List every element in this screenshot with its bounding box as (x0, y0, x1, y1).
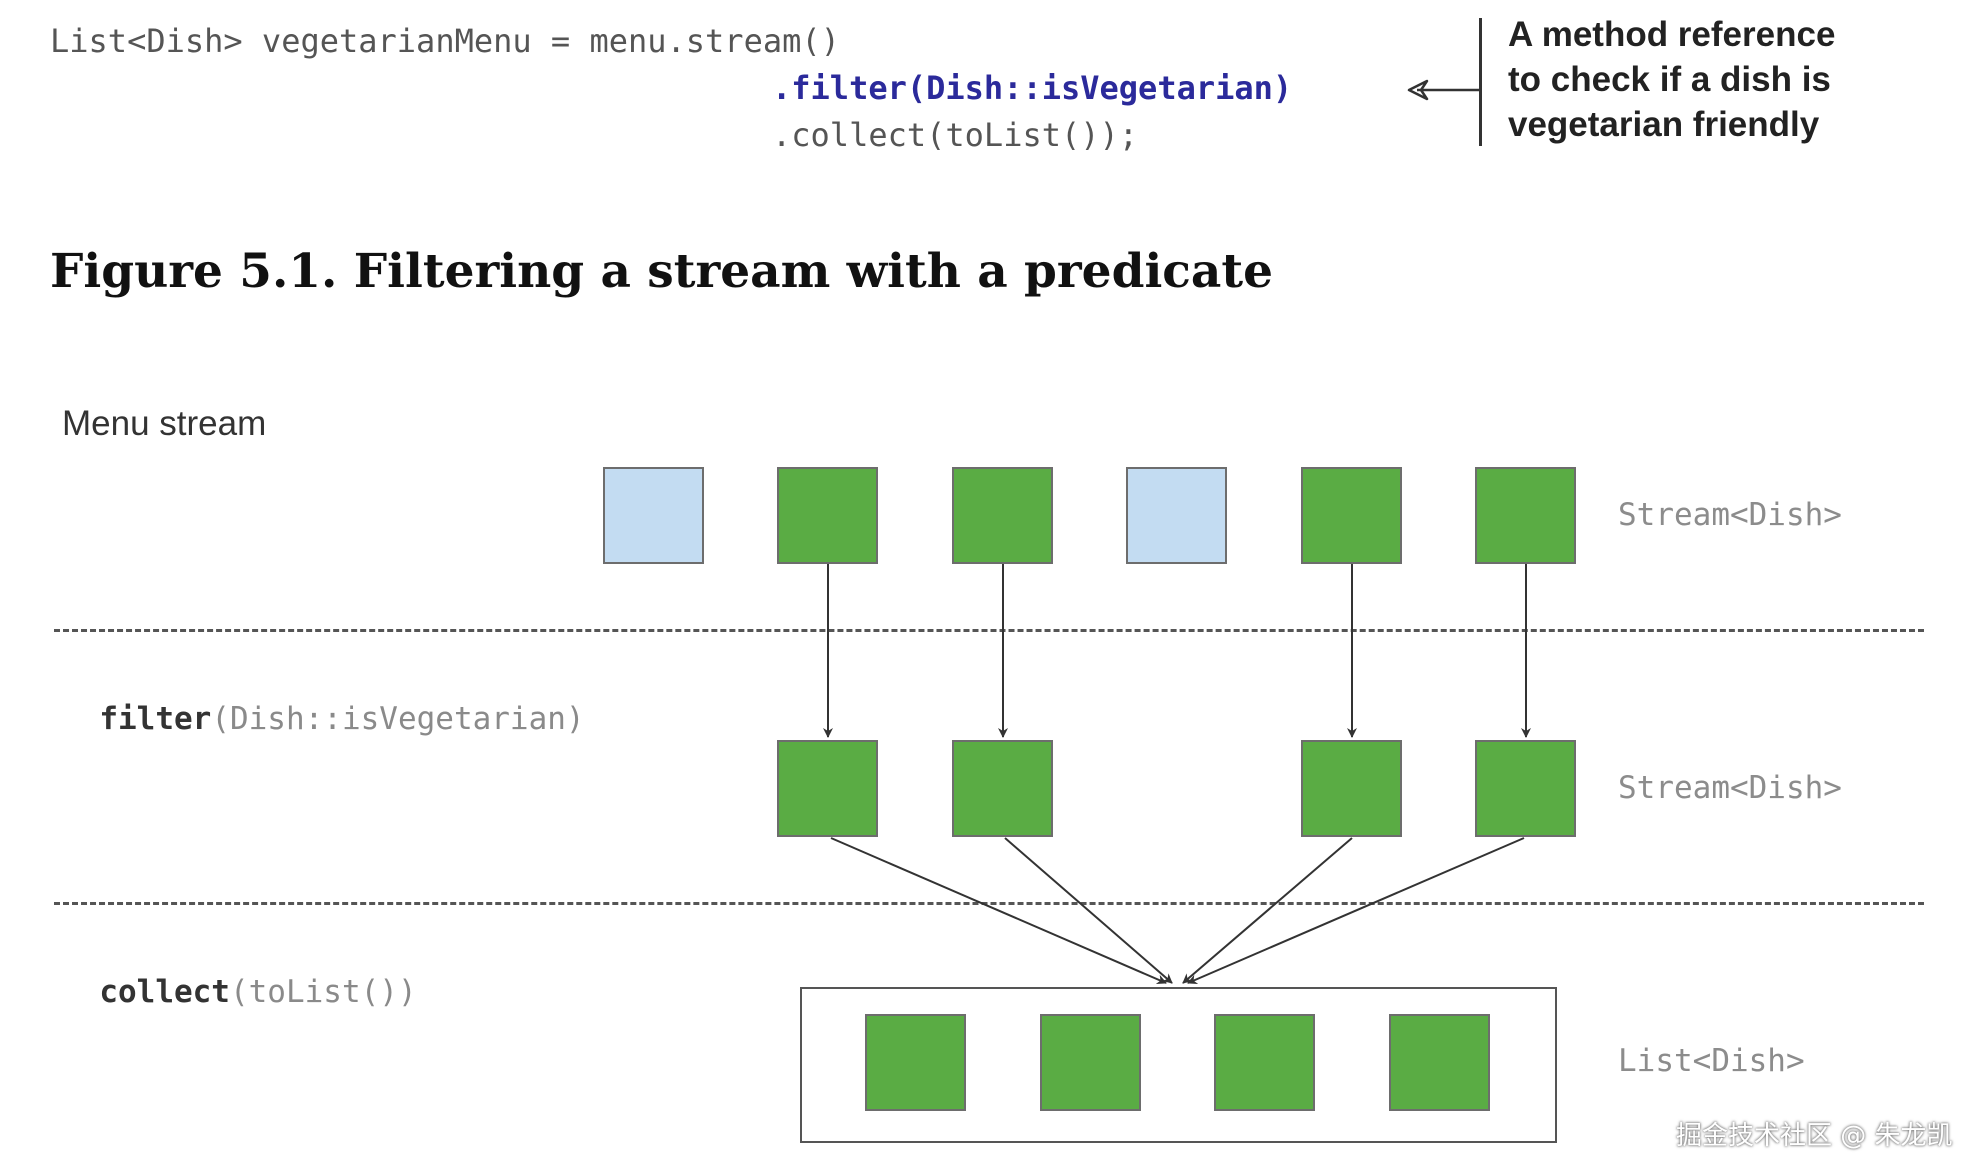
list-square-1 (865, 1014, 966, 1111)
list-square-3 (1214, 1014, 1315, 1111)
dish-square-6-vegetarian (1475, 467, 1576, 564)
stage-separator-2 (54, 902, 1924, 905)
filtered-square-2 (952, 740, 1053, 837)
filter-args: (Dish::isVegetarian) (211, 701, 585, 737)
figure-caption: Figure 5.1. Filtering a stream with a pr… (50, 244, 1273, 299)
stage-label-filter: filter(Dish::isVegetarian) (62, 665, 585, 737)
list-square-4 (1389, 1014, 1490, 1111)
code-line-2-filter: .filter(Dish::isVegetarian) (772, 69, 1293, 107)
annotation-line-3: vegetarian friendly (1508, 105, 1820, 144)
stage-label-menu-stream: Menu stream (62, 404, 267, 443)
annotation-arrow-icon (1407, 79, 1479, 101)
type-label-list: List<Dish> (1618, 1043, 1805, 1079)
dish-square-5-vegetarian (1301, 467, 1402, 564)
collect-keyword: collect (99, 974, 230, 1010)
arrow-collect-3 (1182, 837, 1353, 984)
code-line-1: List<Dish> vegetarianMenu = menu.stream(… (50, 22, 840, 60)
code-line-3-collect: .collect(toList()); (772, 116, 1139, 154)
arrow-collect-4 (1187, 837, 1525, 985)
dish-square-2-vegetarian (777, 467, 878, 564)
collect-args: (toList()) (229, 974, 417, 1010)
type-label-stream-2: Stream<Dish> (1618, 770, 1842, 806)
result-list-container (800, 987, 1557, 1143)
dish-square-1-non-vegetarian (603, 467, 704, 564)
stage-label-collect: collect(toList()) (62, 938, 417, 1010)
filtered-square-1 (777, 740, 878, 837)
type-label-stream-1: Stream<Dish> (1618, 497, 1842, 533)
annotation-line-2: to check if a dish is (1508, 60, 1831, 99)
stage-separator-1 (54, 629, 1924, 632)
arrow-collect-2 (1004, 837, 1173, 984)
arrow-collect-1 (830, 837, 1167, 985)
filtered-square-3 (1301, 740, 1402, 837)
annotation-line-1: A method reference (1508, 15, 1836, 54)
dish-square-3-vegetarian (952, 467, 1053, 564)
annotation-bracket-line (1479, 18, 1482, 146)
filtered-square-4 (1475, 740, 1576, 837)
watermark: 掘金技术社区 @ 朱龙凯 (1676, 1121, 1953, 1151)
filter-keyword: filter (99, 701, 212, 737)
dish-square-4-non-vegetarian (1126, 467, 1227, 564)
annotation: A method reference to check if a dish is… (1508, 12, 1835, 147)
list-square-2 (1040, 1014, 1141, 1111)
